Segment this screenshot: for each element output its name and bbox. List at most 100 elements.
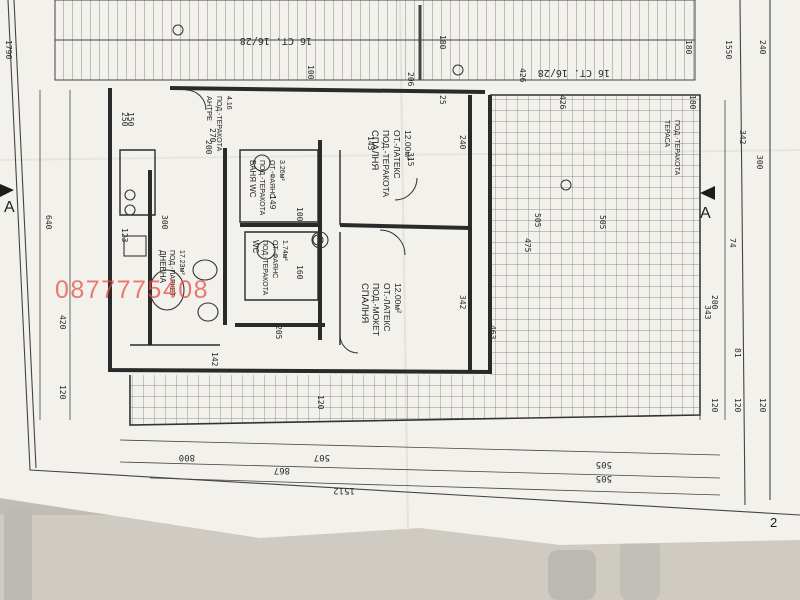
dimension-label: 475 <box>523 238 532 253</box>
inner-lines <box>119 149 341 346</box>
dimension-label: 160 <box>295 265 304 280</box>
dimension-label: 270 <box>208 128 217 143</box>
room-label-line: БАНЯ WC <box>248 160 257 198</box>
room-label-line: ПОД.-ПАРКЕТ <box>168 250 175 297</box>
dimension-label: 206 <box>406 72 415 87</box>
dimension-label: 123 <box>120 228 129 243</box>
room-label-line: ОТ.-ФАЯНС <box>271 240 278 278</box>
dimension-label: 180 <box>438 35 447 50</box>
room-label-line: АНТРЕ <box>205 96 214 121</box>
dimension-label: 300 <box>755 155 764 170</box>
section-marker-right: A <box>700 205 711 222</box>
dimension-label: 100 <box>295 207 304 222</box>
sheet-number: 2 <box>770 515 777 530</box>
dimension-label: 463 <box>488 325 497 340</box>
room-label-line: СПАЛНЯ <box>369 130 380 170</box>
background-fixture-2 <box>620 540 660 600</box>
dimension-label: 505 <box>596 473 612 483</box>
paper-fold <box>399 0 409 531</box>
room-label-living: ДНЕВНА ПОД.-ПАРКЕТ 17.23м² <box>158 250 185 297</box>
dimension-label: 505 <box>596 459 612 469</box>
dimension-label: 240 <box>758 40 767 55</box>
dimension-label: 200 <box>710 295 719 310</box>
room-label-terrace: ТЕРАСА ПОД.-ТЕРАКОТА <box>663 120 680 176</box>
dimension-label: 420 <box>58 315 67 330</box>
section-marker-left: A <box>4 199 15 216</box>
room-label-line: ТЕРАСА <box>663 120 670 148</box>
dimension-label: 300 <box>160 215 169 230</box>
room-label-wc: WC ПОД.-ТЕРАКОТА ОТ.-ФАЯНС 1.74м² <box>251 240 288 296</box>
stair-label-right: 16 СТ. 16/28 <box>538 67 610 78</box>
room-label-bedroom-top: СПАЛНЯ ПОД.-ТЕРАКОТА ОТ.-ЛАТЕКС 12.00м² <box>369 130 413 197</box>
room-label-line: ПОД.-ТЕРАКОТА <box>673 120 680 176</box>
room-label-line: ОТ.-ЛАТЕКС <box>382 283 392 332</box>
dimension-label: 120 <box>710 398 719 413</box>
dimension-label: 640 <box>44 215 53 230</box>
dimension-label: 507 <box>314 452 330 462</box>
terrace-tiles <box>130 95 700 425</box>
dimension-label: 342 <box>458 295 467 310</box>
dimension-label: 200 <box>204 140 213 155</box>
room-label-line: 1.74м² <box>281 240 288 261</box>
room-label-line: ДНЕВНА <box>158 250 167 284</box>
dimension-label: 142 <box>210 352 219 367</box>
level-markers <box>172 24 572 246</box>
dimension-label: 426 <box>558 95 567 110</box>
phone-watermark: 0877775408 <box>55 276 209 304</box>
room-label-hall: АНТРЕ ПОД.-ТЕРАКОТА 4.16 <box>205 96 232 152</box>
dimension-label: 120 <box>733 398 742 413</box>
frame-lines <box>7 0 800 516</box>
room-label-line: СПАЛНЯ <box>359 283 370 323</box>
dimension-label: 240 <box>458 135 467 150</box>
dimension-label: 120 <box>316 395 325 410</box>
dimension-label: 180 <box>688 95 697 110</box>
dimension-label: 343 <box>703 305 712 320</box>
room-label-line: 12.00м² <box>393 283 403 313</box>
dimension-label: 505 <box>598 215 607 230</box>
dimension-label: 1790 <box>4 40 13 59</box>
dimension-label: 180 <box>684 40 693 55</box>
walls <box>108 86 492 375</box>
dimension-labels-right: 120 120 120 200 81 343 300 342 74 <box>703 130 767 413</box>
door-swings <box>185 89 418 354</box>
stair-label-left: 16 СТ. 16/28 <box>240 35 312 46</box>
room-label-line: ПОД.-ТЕРАКОТА <box>261 240 268 296</box>
dimension-label: 25 <box>438 95 447 105</box>
dimension-label: 120 <box>758 398 767 413</box>
room-label-line: 3.26м² <box>278 160 285 181</box>
room-label-line: 17.23м² <box>178 250 185 275</box>
dimension-label: 74 <box>728 238 737 248</box>
section-markers <box>0 184 715 200</box>
dimension-label: 800 <box>179 452 195 462</box>
room-label-line: 12.00м² <box>403 130 413 160</box>
room-label-line: ПОД.-ТЕРАКОТА <box>215 96 222 152</box>
background-pipe <box>4 510 32 600</box>
room-label-line: ПОД.-ТЕРАКОТА <box>258 160 265 216</box>
room-label-line: ОТ.-ФАЯНС <box>268 160 275 198</box>
room-label-bath: БАНЯ WC ПОД.-ТЕРАКОТА ОТ.-ФАЯНС 3.26м² <box>248 160 285 216</box>
dimension-label: 1550 <box>724 40 733 59</box>
dimension-label: 1512 <box>333 485 355 495</box>
background-fixture <box>548 550 596 600</box>
dimension-label: 426 <box>518 68 527 83</box>
dimension-label: 250 <box>120 112 129 127</box>
dimension-label: 342 <box>738 130 747 145</box>
room-label-line: ОТ.-ЛАТЕКС <box>392 130 402 179</box>
dimension-label: 81 <box>733 348 742 358</box>
room-label-line: WC <box>251 240 260 254</box>
dimension-label: 149 <box>268 195 277 210</box>
dimension-lines <box>39 90 726 496</box>
dimension-label: 505 <box>533 213 542 228</box>
room-label-line: ПОД.-МОКЕТ <box>371 283 381 336</box>
dimension-label: 145 <box>366 136 375 151</box>
room-label-bedroom-bottom: СПАЛНЯ ПОД.-МОКЕТ ОТ.-ЛАТЕКС 12.00м² <box>359 283 403 336</box>
dimension-label: 205 <box>274 325 283 340</box>
dimension-label: 150 <box>126 112 135 127</box>
room-label-line: ПОД.-ТЕРАКОТА <box>381 130 391 197</box>
